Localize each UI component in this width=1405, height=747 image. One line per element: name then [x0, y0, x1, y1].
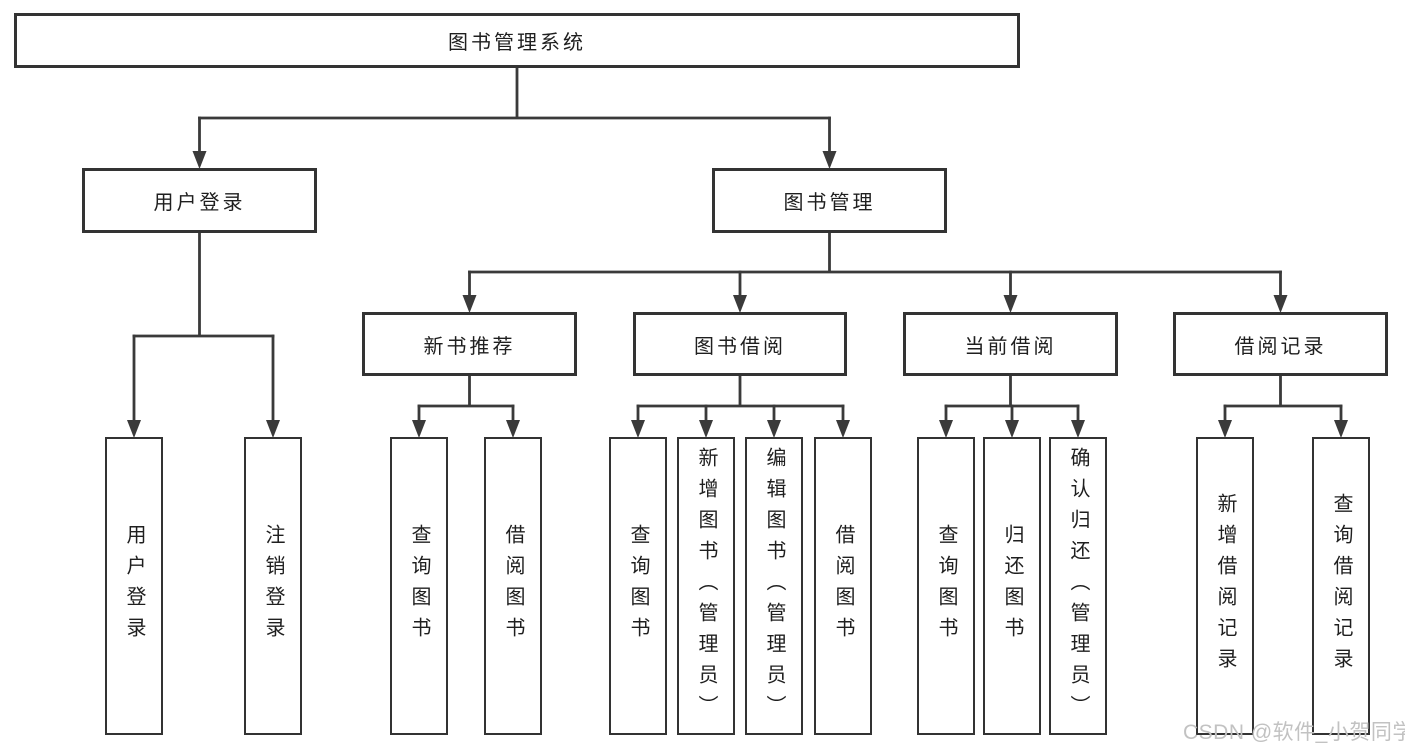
edge-userlogin-trunk — [132, 231, 275, 338]
leaf-nbr-query-books: 查询图书 — [390, 437, 448, 735]
edge-bookborrow-trunk — [636, 374, 845, 408]
leaf-cb-return-books: 归还图书 — [983, 437, 1041, 735]
leaf-bb-edit-books: 编辑图书（管理员） — [745, 437, 803, 735]
node-book-management: 图书管理 — [712, 168, 947, 233]
leaf-cb-query-books-label: 查询图书 — [935, 524, 957, 648]
node-new-book-recommend: 新书推荐 — [362, 312, 577, 376]
leaf-bb-borrow-books-label: 借阅图书 — [832, 524, 854, 648]
leaf-nbr-query-books-label: 查询图书 — [408, 524, 430, 648]
edge-newbookrec-trunk — [417, 374, 515, 408]
node-book-management-label: 图书管理 — [783, 192, 876, 214]
node-current-borrowing: 当前借阅 — [903, 312, 1118, 376]
leaf-bb-add-books-label: 新增图书（管理员） — [695, 446, 717, 726]
leaf-cb-confirm-return: 确认归还（管理员） — [1049, 437, 1107, 735]
leaf-bb-borrow-books: 借阅图书 — [814, 437, 872, 735]
leaf-nbr-borrow-books: 借阅图书 — [484, 437, 542, 735]
leaf-bb-query-books: 查询图书 — [609, 437, 667, 735]
leaf-br-query-record-label: 查询借阅记录 — [1330, 493, 1352, 679]
leaf-br-query-record: 查询借阅记录 — [1312, 437, 1370, 735]
leaf-logout: 注销登录 — [244, 437, 302, 735]
edge-borrowrecords-trunk — [1223, 374, 1343, 408]
leaf-bb-query-books-label: 查询图书 — [627, 524, 649, 648]
watermark: CSDN @软件_小贺同学 — [1183, 721, 1405, 744]
leaf-br-add-record: 新增借阅记录 — [1196, 437, 1254, 735]
node-book-borrowing-label: 图书借阅 — [694, 335, 786, 358]
edge-currentborrow-trunk — [944, 374, 1080, 408]
node-book-borrowing: 图书借阅 — [633, 312, 847, 376]
leaf-user-login: 用户登录 — [105, 437, 163, 735]
edge-bookmgmt-trunk — [468, 231, 1282, 274]
node-user-login: 用户登录 — [82, 168, 317, 233]
node-borrowing-records: 借阅记录 — [1173, 312, 1388, 376]
leaf-nbr-borrow-books-label: 借阅图书 — [502, 524, 524, 648]
leaf-br-add-record-label: 新增借阅记录 — [1214, 493, 1236, 679]
node-root-label: 图书管理系统 — [448, 32, 586, 54]
edge-root-trunk — [198, 66, 831, 120]
leaf-cb-return-books-label: 归还图书 — [1001, 524, 1023, 648]
leaf-bb-edit-books-label: 编辑图书（管理员） — [763, 446, 785, 726]
leaf-bb-add-books: 新增图书（管理员） — [677, 437, 735, 735]
node-user-login-label: 用户登录 — [153, 192, 246, 214]
node-borrowing-records-label: 借阅记录 — [1234, 335, 1327, 358]
node-current-borrowing-label: 当前借阅 — [964, 335, 1057, 358]
leaf-logout-label: 注销登录 — [262, 524, 284, 648]
leaf-user-login-label: 用户登录 — [123, 524, 145, 648]
leaf-cb-query-books: 查询图书 — [917, 437, 975, 735]
node-root: 图书管理系统 — [14, 13, 1020, 68]
leaf-cb-confirm-return-label: 确认归还（管理员） — [1067, 446, 1089, 726]
node-new-book-recommend-label: 新书推荐 — [423, 335, 516, 358]
